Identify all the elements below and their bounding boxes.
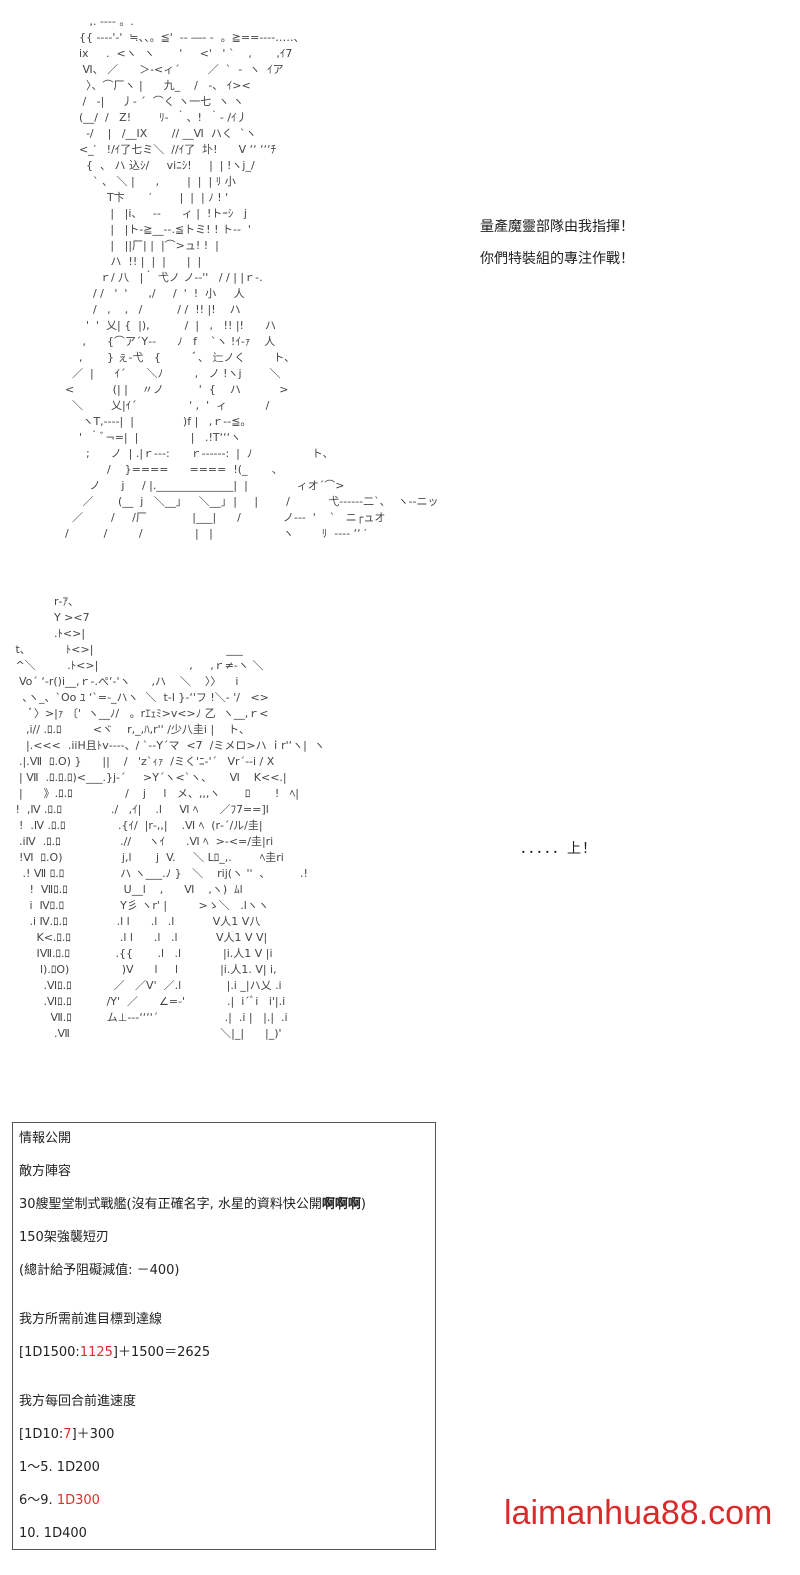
enemy-ships-close: ) xyxy=(360,1197,366,1212)
dialogue-line-1: 量產魔靈部隊由我指揮！ xyxy=(480,219,634,235)
speed-range-1-5: 1～5. 1D200 xyxy=(19,1460,100,1475)
info-panel: 情報公開 敵方陣容 30艘聖堂制式戰艦(沒有正確名字, 水星的資料快公開啊啊啊)… xyxy=(12,1122,436,1550)
enemy-total: (總計給予阻礙減值: －400) xyxy=(19,1263,180,1278)
ascii-art-character-with-weapon: r‐ｱ、 Y ><7 .ﾄ<>| t、 ﾄ<>| ___ ^＼ .ﾄ<>| , … xyxy=(15,595,325,1040)
enemy-heading: 敵方陣容 xyxy=(19,1164,72,1179)
goal-roll-suffix: ]＋1500＝2625 xyxy=(112,1345,211,1360)
speed-roll-prefix: [1D10: xyxy=(19,1427,64,1442)
speed-range-6-9: 6～9. 1D300 xyxy=(19,1491,429,1524)
speed-roll-value: 7 xyxy=(63,1427,72,1442)
spacer xyxy=(19,1376,429,1392)
enemy-ships: 30艘聖堂制式戰艦(沒有正確名字, 水星的資料快公開啊啊啊) xyxy=(19,1195,429,1228)
dialogue-line-2: 你們特裝組的專注作戰！ xyxy=(480,251,634,267)
enemy-ships-text: 30艘聖堂制式戰艦(沒有正確名字, 水星的資料快公開 xyxy=(19,1197,322,1212)
goal-roll-prefix: [1D1500: xyxy=(19,1345,80,1360)
info-title: 情報公開 xyxy=(19,1131,72,1146)
speed-roll-suffix: ]＋300 xyxy=(71,1427,115,1442)
enemy-ships-bold: 啊啊啊 xyxy=(321,1197,361,1212)
speed-roll: [1D10:7]＋300 xyxy=(19,1425,429,1458)
goal-roll: [1D1500:1125]＋1500＝2625 xyxy=(19,1343,429,1376)
watermark: laimanhua88.com xyxy=(504,1494,773,1532)
enemy-fighters: 150架強襲短刃 xyxy=(19,1230,109,1245)
speed-range-10: 10. 1D400 xyxy=(19,1526,87,1541)
spacer xyxy=(19,1294,429,1310)
goal-roll-value: 1125 xyxy=(79,1345,113,1360)
speed-6-9-value: 1D300 xyxy=(56,1493,100,1508)
speed-6-9-prefix: 6～9. xyxy=(19,1493,57,1508)
dialogue-line-3: ．．．．．上！ xyxy=(520,841,597,857)
goal-heading: 我方所需前進目標到達線 xyxy=(19,1312,163,1327)
ascii-art-character-standing: ,. ---- 。. {{ ‐‐‐‐'‐' ≒、、。≦' -‐ ―‐ - 。≧=… xyxy=(64,15,439,540)
speed-heading: 我方每回合前進速度 xyxy=(19,1394,137,1409)
